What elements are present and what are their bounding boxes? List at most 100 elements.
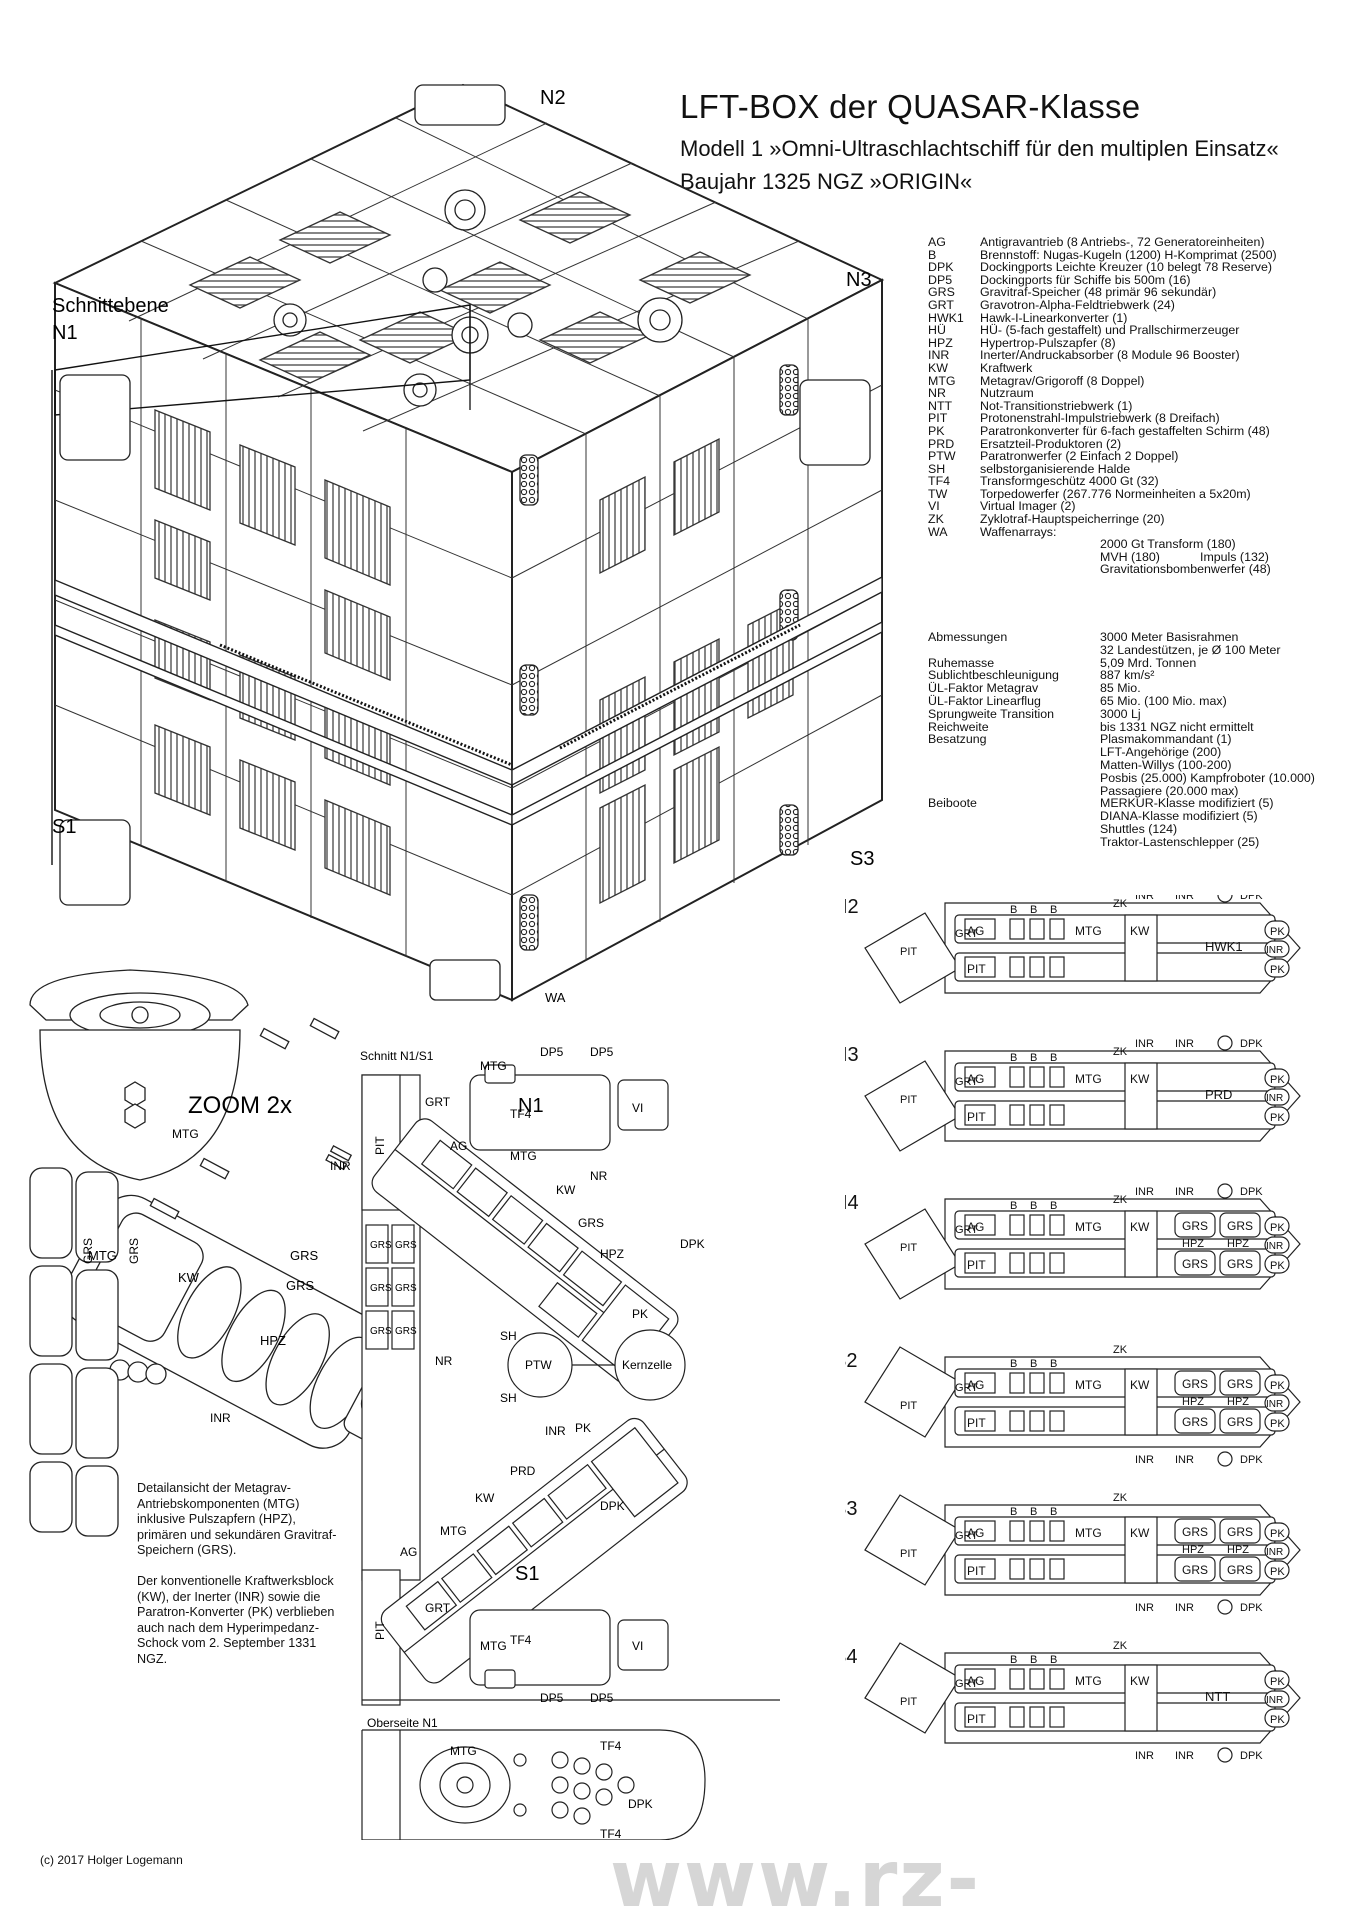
module-pit: PIT	[900, 1242, 917, 1254]
legend-desc: Dockingports für Schiffe bis 500m (16)	[980, 272, 1191, 287]
section-dp5-top-1: DP5	[540, 1045, 564, 1059]
spec-key: Abmessungen	[928, 630, 1008, 644]
legend-abbr: NR	[928, 386, 946, 401]
module-name: N3	[845, 1044, 859, 1066]
section-inr-s1: INR	[545, 1424, 566, 1438]
module-hpz-1: HPZ	[1182, 1544, 1204, 1556]
cube-label-s3: S3	[850, 848, 874, 870]
spec-value: MERKUR-Klasse modifiziert (5)	[1100, 796, 1274, 811]
section-mtg-top: MTG	[480, 1059, 507, 1073]
module-pk-2: PK	[1270, 1418, 1285, 1430]
legend-abbr: VI	[928, 499, 940, 514]
legend-desc: Paratronwerfer (2 Einfach 2 Doppel)	[980, 449, 1179, 464]
legend-abbr: TF4	[928, 474, 951, 489]
spec-value: Plasmakommandant (1)	[1100, 732, 1232, 747]
spec-row: Traktor-Lastenschlepper (25)	[928, 835, 1315, 849]
legend-abbr: PIT	[928, 411, 948, 426]
legend-row: DP5 Dockingports für Schiffe bis 500m (16…	[928, 274, 1277, 287]
weapon-line-3: Gravitationsbombenwerfer (48)	[1100, 562, 1271, 577]
section-mtg-n1: MTG	[510, 1149, 537, 1163]
spec-row: DIANA-Klasse modifiziert (5)	[928, 810, 1315, 823]
module-pk-1: PK	[1270, 1676, 1285, 1688]
module-ag: AG	[967, 1526, 984, 1540]
module-pk-1: PK	[1270, 1074, 1285, 1086]
module-grs-3: GRS	[1182, 1415, 1208, 1429]
module-grt: GRT	[955, 1224, 978, 1236]
spec-value: Shuttles (124)	[1100, 821, 1178, 836]
module-section: S3PITGRTAGBBBMTGKWZKPITPKINRPKINRINRDPKG…	[845, 1492, 1301, 1615]
module-pk-2: PK	[1270, 1260, 1285, 1272]
weapon-line-2b: Impuls (132)	[1200, 549, 1269, 564]
section-prd-s1: PRD	[510, 1464, 536, 1478]
module-b-2: B	[1030, 1358, 1037, 1370]
module-b-3: B	[1050, 1200, 1057, 1212]
module-grs-3: GRS	[1182, 1563, 1208, 1577]
module-pit: PIT	[900, 1094, 917, 1106]
module-dpk: DPK	[1240, 1038, 1263, 1050]
legend-desc: Not-Transitionstriebwerk (1)	[980, 398, 1133, 413]
section-grt-bottom: GRT	[425, 1601, 451, 1615]
cube-label-n1: N1	[52, 322, 78, 344]
section-grs-1: GRS	[370, 1240, 392, 1251]
zoom-kw: KW	[178, 1270, 200, 1285]
legend-desc: Ersatzteil-Produktoren (2)	[980, 436, 1122, 451]
module-pk-1: PK	[1270, 1222, 1285, 1234]
module-inr: INR	[1266, 1695, 1283, 1706]
module-grs-2: GRS	[1227, 1219, 1253, 1233]
module-grs-1: GRS	[1182, 1219, 1208, 1233]
legend-desc: Hypertrop-Pulszapfer (8)	[980, 335, 1116, 350]
legend-desc: Nutzraum	[980, 386, 1034, 401]
module-grs-4: GRS	[1227, 1257, 1253, 1271]
zoom-grs-can-2: GRS	[127, 1238, 141, 1264]
spec-value: 85 Mio.	[1100, 681, 1141, 696]
spec-row: LFT-Angehörige (200)	[928, 746, 1315, 759]
module-b-1: B	[1010, 1506, 1017, 1518]
module-name: S4	[845, 1646, 857, 1668]
module-center: PRD	[1205, 1087, 1232, 1102]
spec-row: Posbis (25.000) Kampfroboter (10.000)	[928, 771, 1315, 785]
spec-value: bis 1331 NGZ nicht ermittelt	[1100, 719, 1254, 734]
module-grs-3: GRS	[1182, 1257, 1208, 1271]
note-paragraph-1: Detailansicht der Metagrav-Antriebskompo…	[137, 1481, 337, 1558]
module-hpz-1: HPZ	[1182, 1396, 1204, 1408]
module-pit: PIT	[900, 946, 917, 958]
zoom-mtg-top: MTG	[172, 1127, 199, 1141]
section-kw-s1: KW	[475, 1491, 495, 1505]
section-sh-bottom: SH	[500, 1391, 517, 1405]
legend-abbr: HPZ	[928, 335, 953, 350]
section-tf4-bottom: TF4	[510, 1633, 532, 1647]
section-grs-5: GRS	[370, 1326, 392, 1337]
module-pit-lower: PIT	[967, 1564, 986, 1578]
legend-abbr: DP5	[928, 272, 953, 287]
zoom-grs-can-1: GRS	[81, 1238, 95, 1264]
module-pit-lower: PIT	[967, 1110, 986, 1124]
cube-label-wa: WA	[545, 990, 566, 1005]
module-hpz-2: HPZ	[1227, 1544, 1249, 1556]
module-ag: AG	[967, 924, 984, 938]
module-kw: KW	[1130, 1526, 1150, 1540]
module-grt: GRT	[955, 1678, 978, 1690]
spec-value: Passagiere (20.000 max)	[1100, 783, 1239, 798]
module-center: HWK1	[1205, 939, 1243, 954]
module-inr: INR	[1266, 1547, 1283, 1558]
module-grs-2: GRS	[1227, 1525, 1253, 1539]
spec-value: LFT-Angehörige (200)	[1100, 745, 1222, 760]
cube-label-n3: N3	[846, 269, 872, 291]
spec-row: Passagiere (20.000 max)	[928, 783, 1315, 798]
legend-desc: Kraftwerk	[980, 360, 1033, 375]
spec-value: 3000 Lj	[1100, 706, 1141, 721]
module-b-1: B	[1010, 904, 1017, 916]
legend-desc: Antigravantrieb (8 Antriebs-, 72 Generat…	[980, 235, 1265, 249]
module-dpk: DPK	[1240, 1454, 1263, 1466]
spec-key: Ruhemasse	[928, 655, 995, 670]
module-pk-2: PK	[1270, 1566, 1285, 1578]
legend-abbr: TW	[928, 486, 948, 501]
